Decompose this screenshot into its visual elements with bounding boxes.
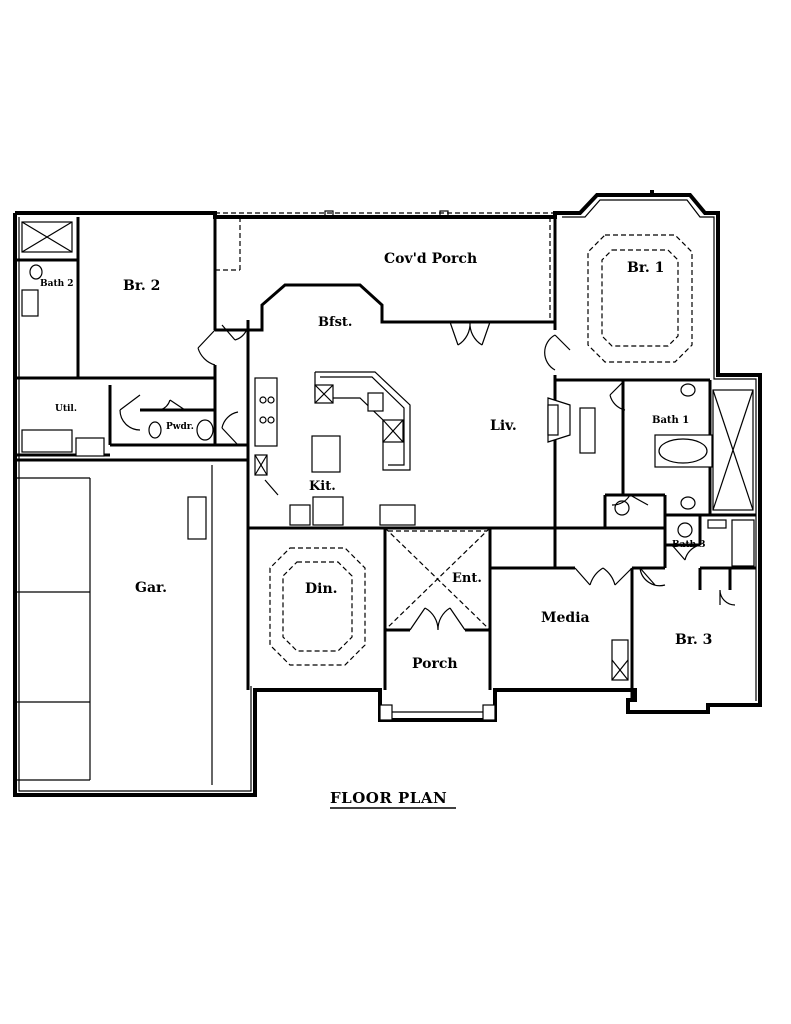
entry-cross bbox=[384, 527, 491, 631]
label-pwdr: Pwdr. bbox=[166, 422, 194, 432]
window-markers bbox=[13, 190, 762, 797]
porch-outlines bbox=[215, 210, 555, 721]
label-gar: Gar. bbox=[135, 580, 167, 596]
label-bath2: Bath 2 bbox=[40, 279, 74, 289]
label-porch: Porch bbox=[412, 656, 458, 672]
interior-walls bbox=[15, 217, 756, 700]
label-media: Media bbox=[541, 610, 590, 626]
label-kit: Kit. bbox=[309, 479, 336, 494]
doors bbox=[119, 321, 736, 631]
label-bath1: Bath 1 bbox=[652, 415, 689, 426]
label-liv: Liv. bbox=[490, 418, 517, 434]
label-covd-porch: Cov'd Porch bbox=[384, 251, 477, 267]
plan-title: FLOOR PLAN bbox=[330, 789, 447, 807]
kitchen-fixtures bbox=[254, 371, 416, 526]
room-labels: Cov'd Porch Br. 1 Br. 2 Bath 2 Bfst. Liv… bbox=[40, 251, 712, 672]
fireplace bbox=[547, 397, 596, 454]
exterior-walls bbox=[13, 193, 762, 797]
label-bath3: Bath 3 bbox=[672, 540, 706, 550]
tray-ceilings bbox=[269, 234, 693, 666]
bath-fixtures bbox=[21, 221, 755, 681]
label-util: Util. bbox=[55, 404, 77, 414]
label-br1: Br. 1 bbox=[627, 260, 664, 276]
label-br3: Br. 3 bbox=[675, 632, 712, 648]
label-bfst: Bfst. bbox=[318, 315, 352, 330]
label-din: Din. bbox=[305, 581, 338, 597]
label-br2: Br. 2 bbox=[123, 278, 160, 294]
label-ent: Ent. bbox=[452, 571, 482, 586]
garage-doors bbox=[15, 465, 213, 785]
